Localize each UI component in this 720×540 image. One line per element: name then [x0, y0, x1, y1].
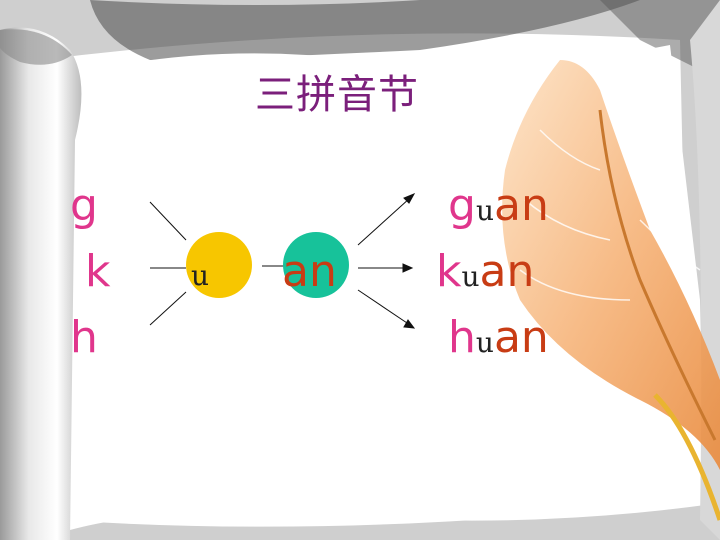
result-syllable: huan: [448, 316, 549, 360]
result-medial: u: [475, 194, 494, 227]
result-final: an: [493, 180, 549, 231]
final-label: an: [282, 246, 337, 297]
result-syllable: guan: [448, 184, 549, 228]
result-final: an: [493, 312, 549, 363]
result-initial: g: [448, 180, 476, 231]
initial-k: k: [85, 246, 111, 297]
result-final: an: [479, 246, 535, 297]
medial-circle: [186, 232, 252, 298]
initial-h: h: [70, 312, 98, 363]
final-circle: [283, 232, 349, 298]
result-initial: k: [436, 246, 462, 297]
result-medial: u: [475, 326, 494, 359]
page-title: 三拼音节: [255, 72, 419, 118]
initial-g: g: [70, 180, 98, 231]
feather-icon: [502, 60, 720, 521]
result-medial: u: [461, 260, 480, 293]
result-syllable: kuan: [436, 250, 534, 294]
arrow-lines: [357, 193, 416, 329]
connector-lines: [149, 201, 284, 326]
result-initial: h: [448, 312, 476, 363]
medial-label: u: [191, 259, 210, 292]
